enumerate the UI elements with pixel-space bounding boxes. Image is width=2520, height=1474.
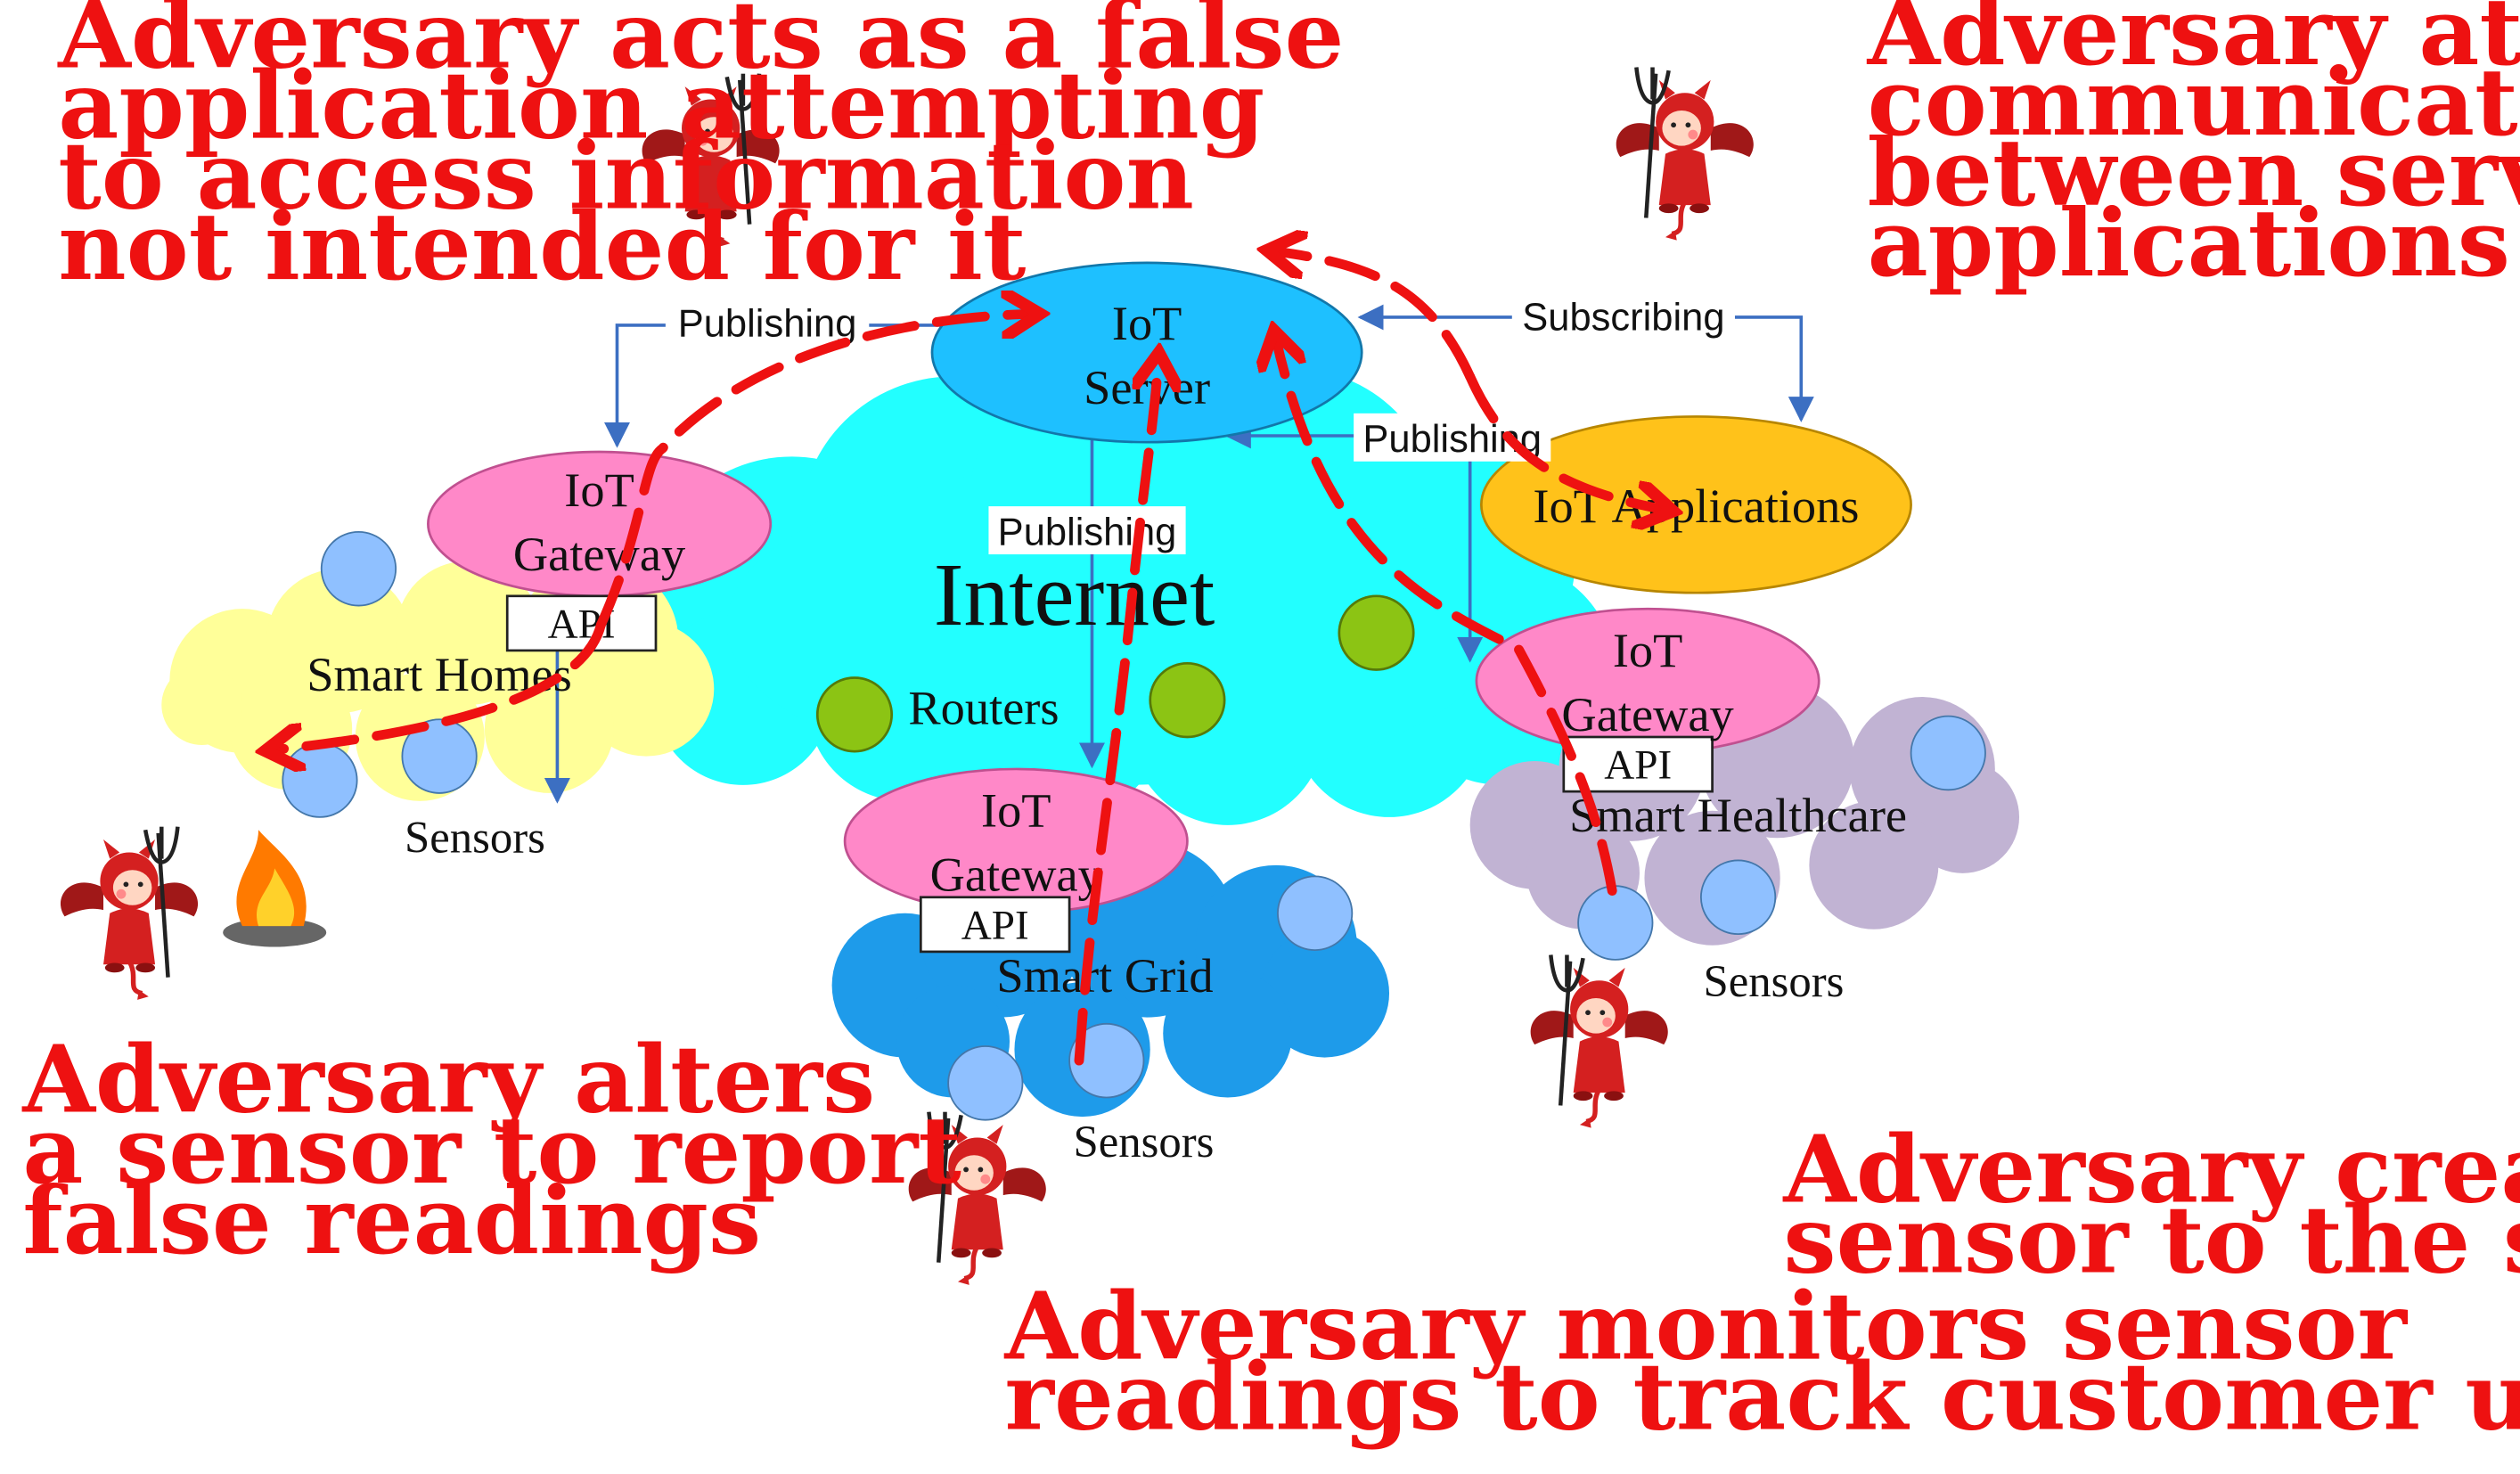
api-health-label: API (1604, 742, 1672, 789)
caption-conduit-4: applications (1868, 189, 2510, 298)
devil-icon (1531, 955, 1668, 1128)
server-label-2: Server (1084, 361, 1210, 414)
publishing-center-label: Publishing (998, 511, 1177, 553)
caption-false-app-3: to access information (58, 121, 1194, 230)
gateway-grid-label-2: Gateway (930, 848, 1102, 902)
devil-icon (61, 827, 198, 1000)
sensors-grid-label: Sensors (1074, 1117, 1215, 1167)
caption-spoof-2: sensor to the system (1783, 1185, 2520, 1294)
publishing-center-bg (988, 506, 1186, 555)
caption-alter-1: Adversary alters (21, 1025, 875, 1134)
gateway-health-label-2: Gateway (1561, 688, 1733, 741)
routers-label: Routers (908, 682, 1059, 735)
caption-monitor-2: readings to track customer usage (1005, 1342, 2520, 1451)
sensor (401, 718, 478, 794)
router (1149, 661, 1226, 739)
caption-false-app-2: application attempting (58, 51, 1264, 160)
api-box-grid (919, 896, 1071, 954)
router (1338, 594, 1415, 671)
attack-paths (274, 251, 1664, 1066)
gateway-home-label-1: IoT (564, 463, 634, 517)
sensor (1577, 885, 1654, 961)
sensor (947, 1045, 1024, 1121)
server-label-1: IoT (1112, 297, 1182, 350)
publishing-left-bg (665, 298, 870, 347)
smart-healthcare-label: Smart Healthcare (1569, 789, 1907, 842)
sensor (1910, 715, 1986, 791)
internet-cloud (646, 344, 1616, 825)
caption-spoof-1: Adversary creates a spoofing (1782, 1115, 2520, 1224)
sensor (282, 742, 358, 818)
caption-alter-2: a sensor to report (22, 1095, 961, 1204)
sensor (1277, 875, 1354, 952)
caption-conduit-2: communication conduit (1868, 47, 2520, 156)
sensor (320, 530, 397, 607)
sensor (1068, 1022, 1145, 1099)
gateway-health-label-1: IoT (1613, 624, 1683, 677)
gateway-grid-label-1: IoT (981, 784, 1051, 838)
api-box-health (1562, 735, 1714, 793)
caption-false-app-4: not intended for it (58, 192, 1026, 300)
sensors-health-label: Sensors (1704, 956, 1845, 1006)
smart-grid-label: Smart Grid (996, 949, 1213, 1003)
subscribing-label: Subscribing (1522, 297, 1724, 340)
internet-label: Internet (934, 545, 1215, 645)
subscribing-bg (1511, 291, 1735, 340)
sensors-home-label: Sensors (405, 813, 545, 863)
caption-monitor-1: Adversary monitors sensor (1004, 1272, 2409, 1380)
devil-icon (1616, 68, 1754, 241)
fire-icon (223, 830, 327, 947)
caption-conduit-3: between server and (1868, 119, 2520, 227)
router (815, 676, 894, 753)
api-box-home (505, 594, 658, 652)
publishing-left-label: Publishing (678, 303, 857, 346)
caption-alter-3: false readings (22, 1166, 761, 1274)
api-grid-label: API (961, 903, 1029, 949)
iot-applications-node (1479, 415, 1912, 594)
caption-false-app-1: Adversary acts as a false (57, 0, 1344, 89)
sensor (1699, 859, 1777, 936)
gateway-home-label-2: Gateway (513, 528, 685, 581)
caption-conduit-1: Adversary attacks (1867, 0, 2520, 86)
